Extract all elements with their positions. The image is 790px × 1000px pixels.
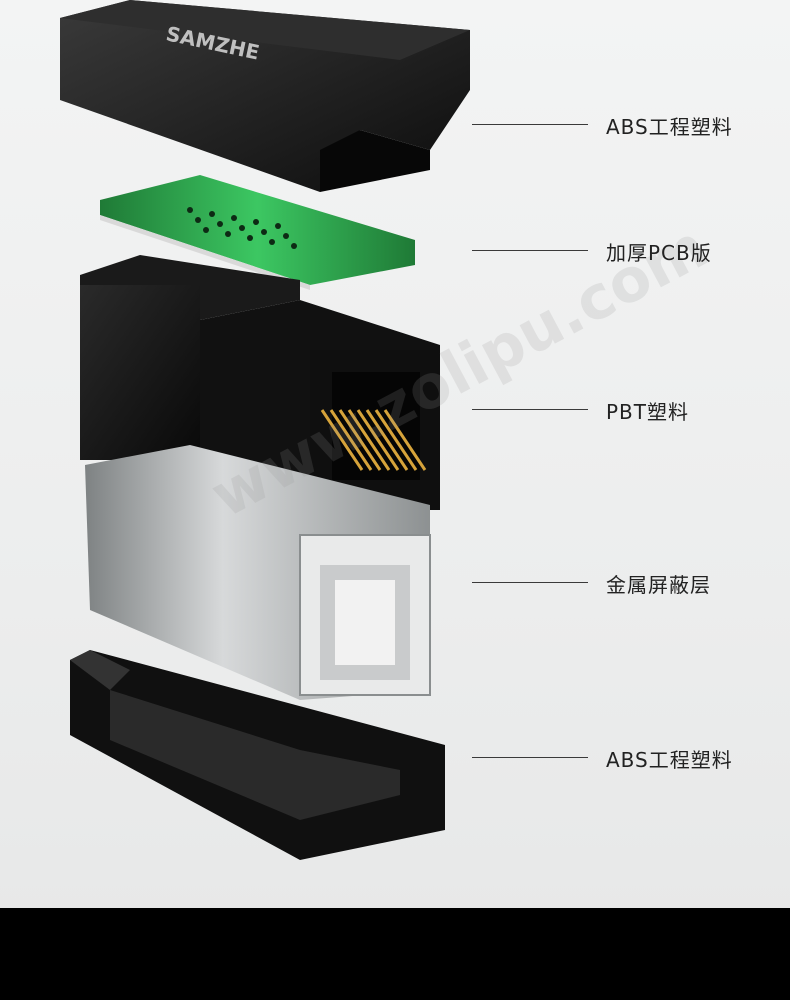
pcb-hole bbox=[291, 243, 297, 249]
product-illustration: SAMZHE www.zolipu.com ABS工程塑料 加厚PCB版 PBT… bbox=[60, 0, 772, 860]
callout-pcb: 加厚PCB版 bbox=[472, 231, 772, 271]
pcb-hole bbox=[187, 207, 193, 213]
pcb-hole bbox=[253, 219, 259, 225]
callout-line bbox=[472, 124, 588, 125]
callout-pbt: PBT塑料 bbox=[472, 390, 772, 430]
contact-pin bbox=[329, 409, 373, 471]
pcb-hole bbox=[217, 221, 223, 227]
pcb-hole bbox=[225, 231, 231, 237]
footer-band bbox=[0, 908, 790, 1000]
contact-pin bbox=[320, 409, 364, 471]
callout-label: ABS工程塑料 bbox=[606, 115, 733, 139]
pcb-hole bbox=[231, 215, 237, 221]
top-cover-shape bbox=[60, 0, 470, 192]
contact-pin bbox=[365, 409, 409, 471]
exploded-view-graphic: SAMZHE bbox=[60, 0, 470, 860]
callout-line bbox=[472, 250, 588, 251]
callout-label: 金属屏蔽层 bbox=[606, 573, 711, 597]
callout-line bbox=[472, 409, 588, 410]
contact-pin bbox=[383, 409, 427, 471]
callout-metal-shield: 金属屏蔽层 bbox=[472, 563, 772, 603]
metal-shield-shape bbox=[85, 445, 431, 700]
pcb-hole bbox=[247, 235, 253, 241]
pcb-hole bbox=[195, 217, 201, 223]
callout-line bbox=[472, 582, 588, 583]
callout-label: PBT塑料 bbox=[606, 400, 689, 424]
pcb-hole bbox=[203, 227, 209, 233]
callout-line bbox=[472, 757, 588, 758]
contact-pin bbox=[338, 409, 382, 471]
callout-label: ABS工程塑料 bbox=[606, 748, 733, 772]
pcb-hole bbox=[283, 233, 289, 239]
contact-pins bbox=[320, 409, 427, 471]
pcb-hole bbox=[239, 225, 245, 231]
pcb-hole bbox=[209, 211, 215, 217]
pcb-holes bbox=[187, 207, 297, 249]
contact-pin bbox=[374, 409, 418, 471]
bottom-cover-shape bbox=[70, 650, 445, 860]
pcb-hole bbox=[275, 223, 281, 229]
contact-pin bbox=[347, 409, 391, 471]
pcb-board-shape bbox=[100, 175, 415, 290]
callout-label: 加厚PCB版 bbox=[606, 241, 712, 265]
callout-abs-bottom: ABS工程塑料 bbox=[472, 738, 772, 778]
callout-abs-top: ABS工程塑料 bbox=[472, 105, 772, 145]
pcb-hole bbox=[261, 229, 267, 235]
pbt-block-shape bbox=[80, 255, 440, 510]
pcb-hole bbox=[269, 239, 275, 245]
contact-pin bbox=[356, 409, 400, 471]
